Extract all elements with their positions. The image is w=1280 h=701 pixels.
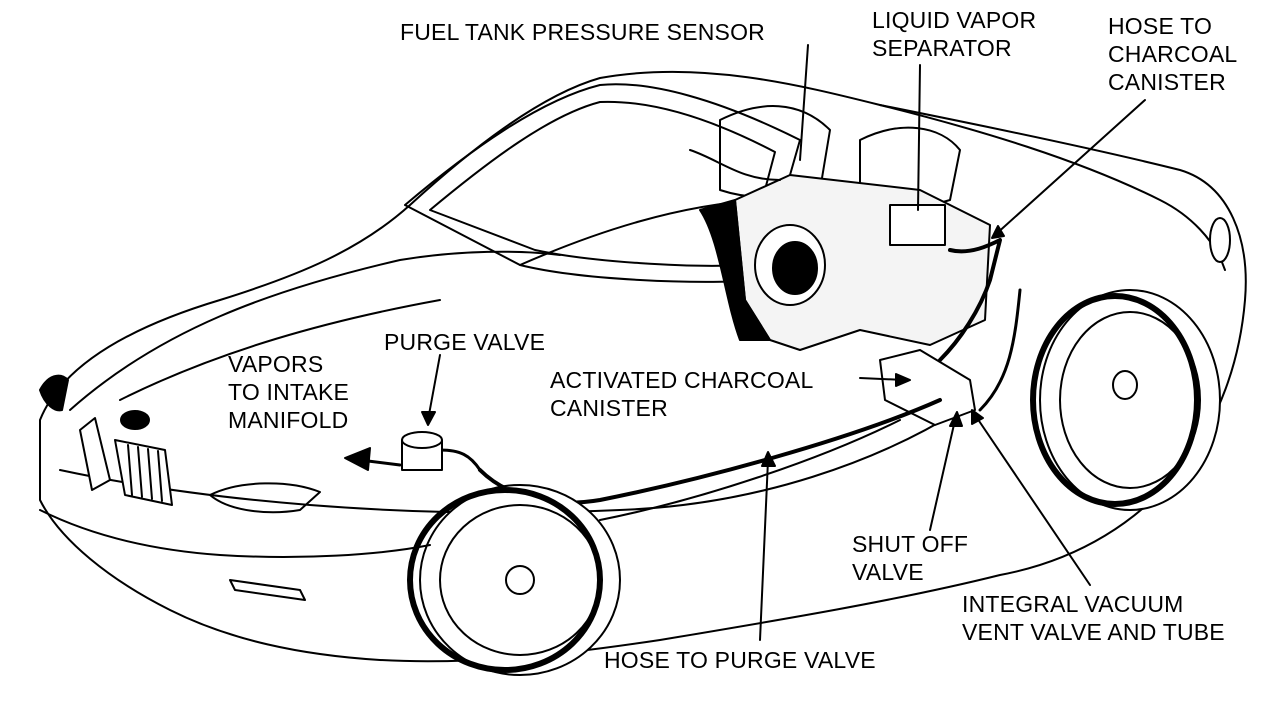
label-shut-off-valve: SHUT OFF VALVE [852,530,968,586]
label-text: HOSE TO PURGE VALVE [604,647,876,673]
leader-hose-purge [760,460,768,640]
hood-line [70,252,560,410]
leader-hose-canister [995,100,1145,235]
leader-arrow-head [972,410,983,424]
label-line: SHUT OFF [852,531,969,557]
front-wheel [420,485,620,675]
front-hub [506,566,534,594]
leader-arrow-head [992,226,1004,238]
label-liquid-vapor-separator: LIQUID VAPOR SEPARATOR [872,6,1036,62]
grille-bar [148,449,152,499]
label-text: FUEL TANK PRESSURE SENSOR [400,19,765,45]
rear-wheel [1040,290,1220,510]
grille-right [115,440,172,505]
rear-hub [1113,371,1137,399]
label-vapors-to-intake-manifold: VAPORS TO INTAKE MANIFOLD [228,350,349,434]
headlight-right [210,483,320,512]
label-line: VENT VALVE AND TUBE [962,619,1225,645]
rear-tire-shadow [1033,296,1197,504]
label-line: SEPARATOR [872,35,1012,61]
label-line: INTEGRAL VACUUM [962,591,1184,617]
front-tire-shadow [410,490,600,670]
intake-arrow-head [345,448,370,470]
grille-bar [128,445,132,495]
fuel-tank-shadow [700,200,770,340]
hood-crease [120,300,440,400]
headlight-left [40,376,68,411]
leader-purge-valve [428,355,440,420]
leader-arrow-head [950,412,962,426]
windshield-inner [430,102,775,266]
grille-left [80,418,110,490]
leader-arrow-head [422,412,435,425]
label-line: VAPORS [228,351,324,377]
vent-tube [980,290,1020,410]
rear-deck [880,105,1225,270]
label-purge-valve: PURGE VALVE [384,328,545,356]
label-hose-to-charcoal-canister: HOSE TO CHARCOAL CANISTER [1108,12,1237,96]
tank-vent-line [690,150,780,180]
label-line: LIQUID VAPOR [872,7,1037,33]
label-line: CHARCOAL [1108,41,1238,67]
car-side-line [60,410,960,513]
filler-cap [773,242,817,294]
windshield-frame [405,84,800,282]
vapor-separator-box [890,205,945,245]
label-line: CANISTER [550,395,668,421]
car-body-outline [40,72,1246,661]
bumper-vent [230,580,305,600]
purge-valve-top [402,432,442,448]
label-text: PURGE VALVE [384,329,546,355]
label-line: ACTIVATED CHARCOAL [550,367,814,393]
leader-arrow-head [762,452,775,466]
leader-arrow-head [896,374,910,386]
label-line: HOSE TO [1108,13,1213,39]
leader-fuel-tank-sensor [800,45,808,160]
leader-vapor-separator [918,65,920,210]
bumper-line [40,510,430,557]
leader-integral-vent [975,415,1090,585]
label-activated-charcoal-canister: ACTIVATED CHARCOAL CANISTER [550,366,813,422]
label-hose-to-purge-valve: HOSE TO PURGE VALVE [604,646,876,674]
grille-bar [138,447,142,497]
label-fuel-tank-pressure-sensor: FUEL TANK PRESSURE SENSOR [400,18,765,46]
tank-hose [940,240,1000,360]
label-line: TO INTAKE [228,379,350,405]
car-sill [600,420,900,520]
leader-shut-off [930,420,955,530]
label-integral-vacuum-vent-valve: INTEGRAL VACUUM VENT VALVE AND TUBE [962,590,1225,646]
charcoal-canister [880,350,975,425]
label-line: VALVE [852,559,924,585]
label-line: MANIFOLD [228,407,349,433]
tail-light [1210,218,1230,262]
purge-hose-2 [440,450,480,470]
badge [121,411,149,429]
label-line: CANISTER [1108,69,1226,95]
grille-bar [158,451,162,501]
